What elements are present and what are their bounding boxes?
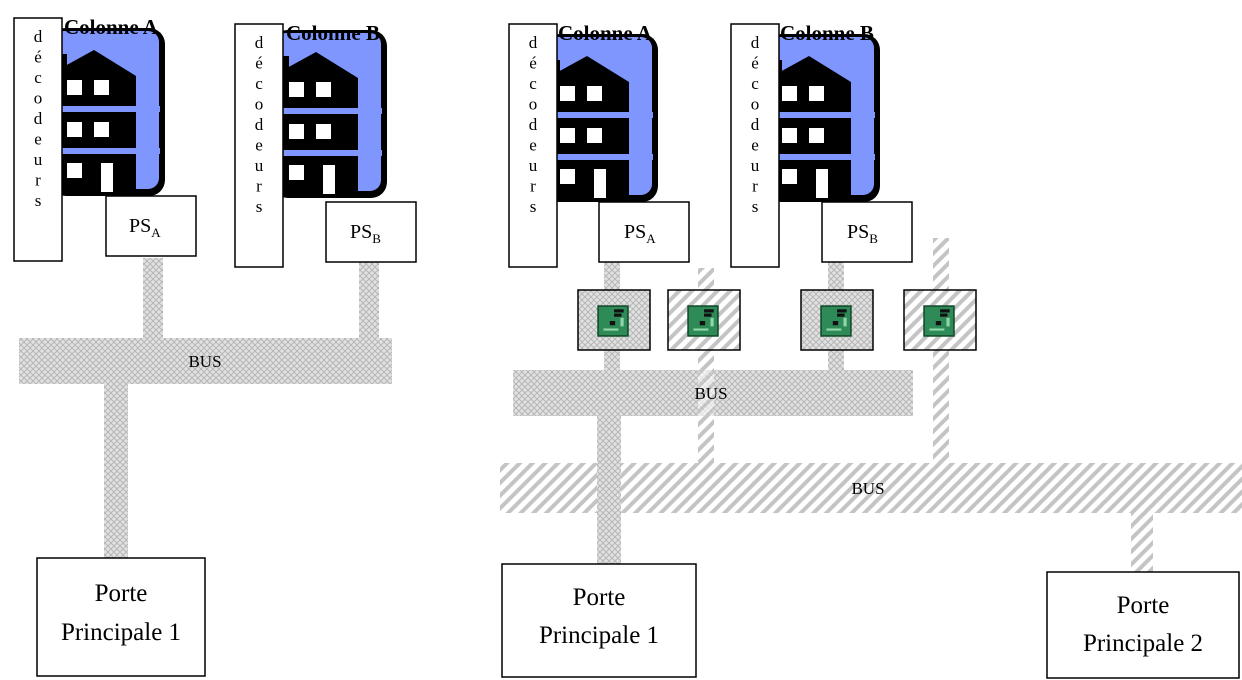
- ps-box: [325, 201, 417, 263]
- gate-line1: Porte: [95, 580, 148, 607]
- gate-box: [36, 557, 206, 677]
- board-module-b1: [800, 289, 874, 351]
- circuit-board-icon: [923, 305, 955, 337]
- ps-label: PSA: [624, 221, 656, 246]
- building-icon: [543, 34, 658, 202]
- board-module-b2: [903, 289, 977, 351]
- column-title: Colonne A: [64, 15, 159, 39]
- bus2-label: BUS: [851, 479, 884, 498]
- gate1-box: [501, 563, 697, 678]
- decoder-box: [234, 23, 284, 268]
- gate1-line2: Principale 1: [539, 622, 659, 649]
- circuit-board-icon: [820, 305, 852, 337]
- building-icon: [272, 30, 387, 198]
- board-module-a1: [577, 289, 651, 351]
- building-icon: [50, 28, 165, 196]
- gate2-line2: Principale 2: [1083, 630, 1203, 657]
- connector-bus2-gate2: [1131, 512, 1153, 574]
- gate2-box: [1046, 571, 1240, 679]
- ps-box: [821, 201, 913, 263]
- connector-bus-gate: [104, 382, 128, 560]
- ps-label: PSB: [350, 221, 381, 246]
- connector-psb-bus: [359, 262, 379, 342]
- gate1-line1: Porte: [573, 584, 626, 611]
- column-title: Colonne B: [286, 21, 380, 45]
- decoder-box: [13, 17, 63, 262]
- decoder-box: [730, 23, 780, 268]
- circuit-board-icon: [597, 305, 629, 337]
- board-module-a2: [667, 289, 741, 351]
- bus1-label: BUS: [694, 384, 727, 403]
- gate2-line1: Porte: [1117, 592, 1170, 619]
- decoder-box: [508, 23, 558, 268]
- ps-label: PSB: [847, 221, 878, 246]
- bus-bar: [19, 338, 392, 384]
- bus-label: BUS: [188, 352, 221, 371]
- gate-line2: Principale 1: [61, 619, 181, 646]
- connector-bus1-gate1: [597, 414, 621, 566]
- ps-label: PSA: [129, 215, 161, 240]
- column-title: Colonne A: [558, 21, 653, 45]
- ps-box: [598, 201, 690, 263]
- ps-box: [105, 195, 197, 257]
- bus2-bar: [500, 463, 1242, 513]
- building-icon: [765, 34, 880, 202]
- circuit-board-icon: [687, 305, 719, 337]
- column-title: Colonne B: [780, 21, 874, 45]
- bus1-cross: [698, 370, 714, 416]
- connector-psa-bus: [143, 258, 163, 342]
- connector-bus2-up-b: [933, 238, 949, 464]
